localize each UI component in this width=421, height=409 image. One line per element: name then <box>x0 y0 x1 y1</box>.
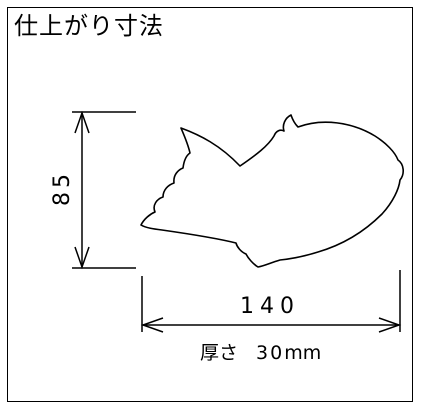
diagram-frame <box>7 7 413 402</box>
height-arrow-bottom <box>74 246 90 270</box>
diagram-title: 仕上がり寸法 <box>14 12 164 40</box>
height-arrow-top <box>74 110 90 134</box>
width-arrow-left <box>140 317 164 333</box>
thickness-unit: mm <box>284 342 322 364</box>
thickness-label: 厚さ <box>200 342 239 364</box>
thickness-value: 30 <box>256 342 285 364</box>
thickness-note: 厚さ 30mm <box>200 344 321 363</box>
height-dimension-label: 85 <box>50 170 75 206</box>
width-dimension-label: 140 <box>240 294 300 319</box>
fish-outline <box>140 114 404 268</box>
width-arrow-right <box>378 317 402 333</box>
